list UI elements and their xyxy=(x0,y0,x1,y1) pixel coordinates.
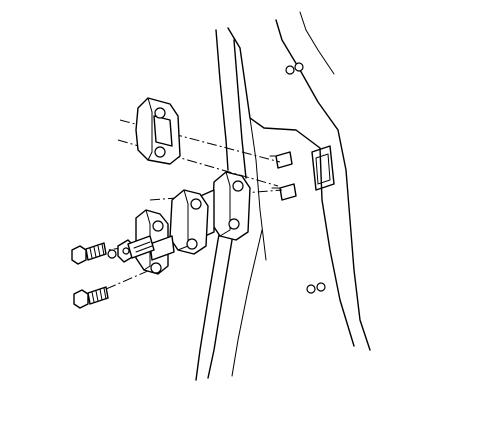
body-hole xyxy=(294,62,304,72)
body-hole xyxy=(316,282,326,292)
body-panel xyxy=(195,11,371,381)
bolt-upper xyxy=(71,242,107,265)
body-hole xyxy=(306,284,316,294)
mount-hole-upper xyxy=(275,151,293,169)
mount-hole-lower xyxy=(279,183,297,201)
reinforcement-plate xyxy=(135,97,181,165)
body-slot xyxy=(311,145,335,191)
hinge-middle-plate xyxy=(169,189,209,255)
hinge-pin-assembly xyxy=(107,235,155,263)
bolt-lower xyxy=(73,286,109,309)
body-hole xyxy=(285,65,295,75)
